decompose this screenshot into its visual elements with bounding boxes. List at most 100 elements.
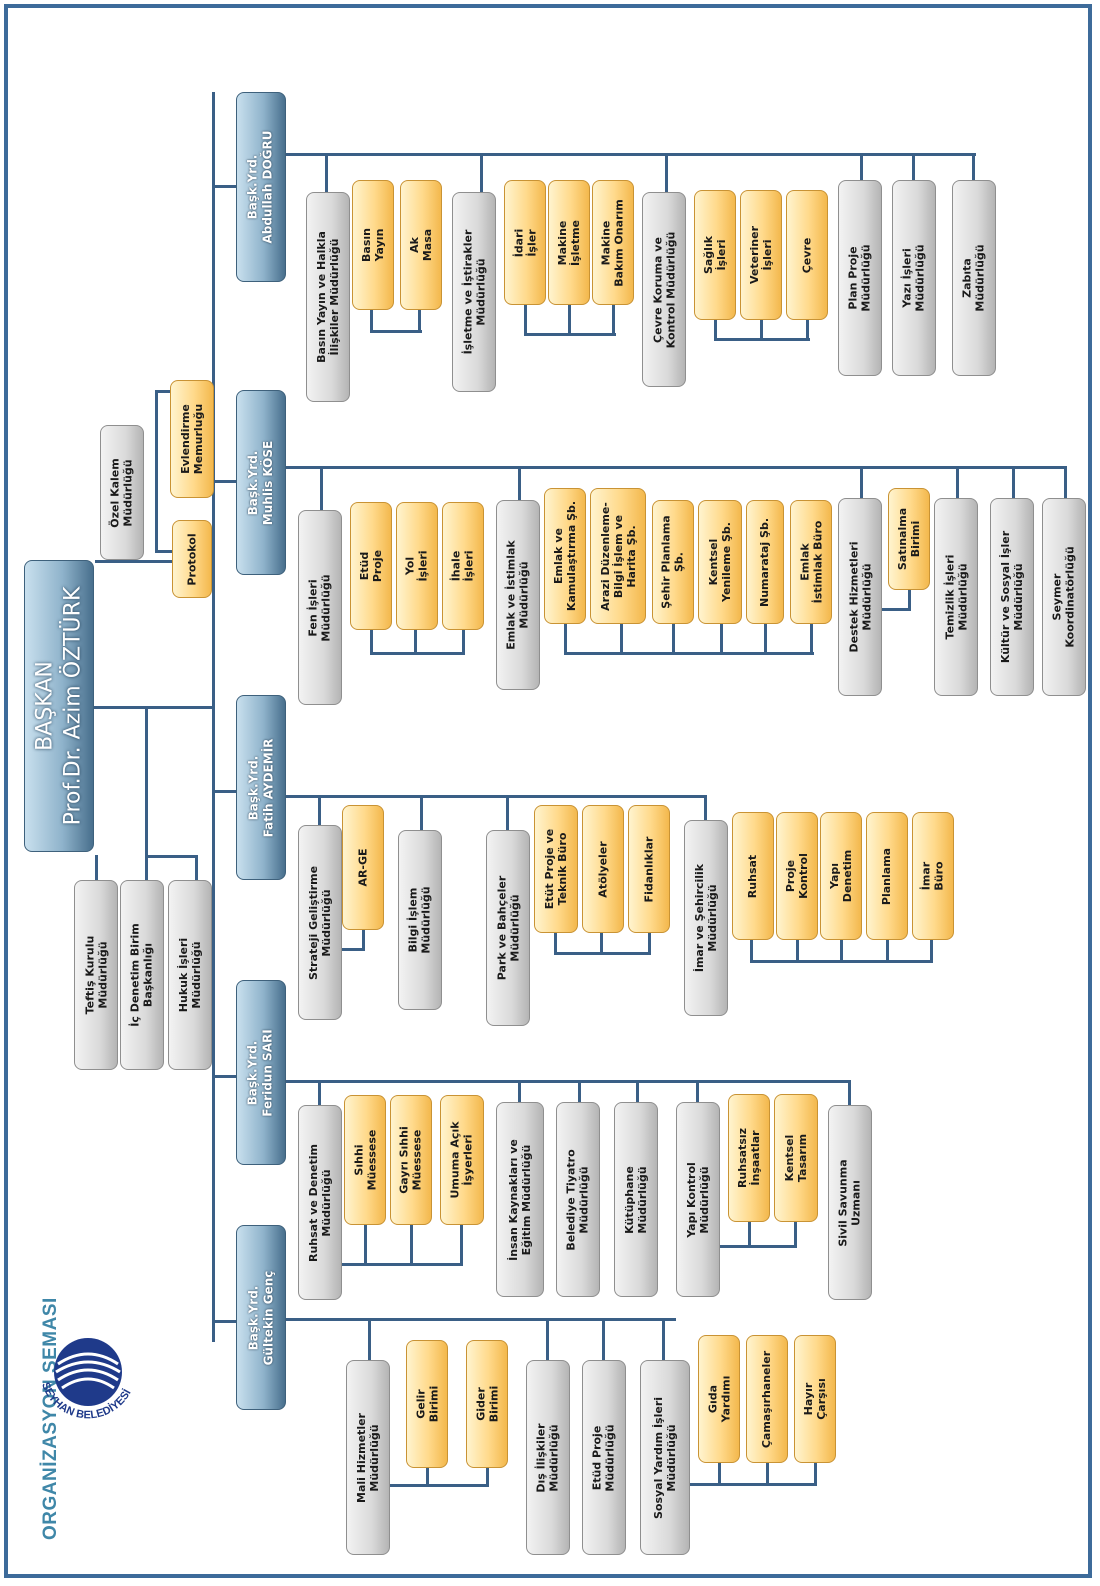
unit-label: Basın Yayın ve Halkla İlişkiler Müdürlüğ… xyxy=(315,231,342,363)
sihhi-box: Sıhhi Müessese xyxy=(344,1095,386,1225)
unit-label: Bilgi İşlem Müdürlüğü xyxy=(407,886,433,954)
unit-label: Arazi Düzenleme- Bilgi İşlem ve Harita Ş… xyxy=(598,501,638,611)
imar-box: İmar ve Şehircilik Müdürlüğü xyxy=(684,820,728,1016)
connector-line xyxy=(518,1080,521,1105)
unit-label: Yapı Denetim xyxy=(828,849,854,903)
connector-line xyxy=(212,790,236,793)
park-box: Park ve Bahçeler Müdürlüğü xyxy=(486,830,530,1026)
unit-label: Sosyal Yardım İşleri Müdürlüğü xyxy=(652,1396,678,1519)
connector-line xyxy=(564,624,567,654)
makine-bakim-box: Makine Bakım Onarım xyxy=(592,180,634,305)
connector-line xyxy=(564,652,814,655)
connector-line xyxy=(318,795,321,825)
camasirhaneler-box: Çamaşırhaneler xyxy=(746,1335,788,1463)
temizlik-box: Temizlik İşleri Müdürlüğü xyxy=(934,498,978,696)
unit-label: Plan Proje Müdürlüğü xyxy=(847,244,873,312)
connector-line xyxy=(462,630,465,655)
connector-line xyxy=(840,940,843,962)
ic-denetim-label: İç Denetim Birim Başkanlığı xyxy=(129,923,155,1027)
deputy-label: Başk.Yrd. Gültekin Genç xyxy=(246,1270,275,1365)
gelir-box: Gelir Birimi xyxy=(406,1340,448,1468)
page-frame xyxy=(4,4,1092,1578)
gayri-sihhi-box: Gayrı Sıhhi Müessese xyxy=(390,1095,432,1225)
connector-line xyxy=(810,624,813,654)
connector-line xyxy=(620,624,623,654)
unit-label: Ruhsatsız İnşaatlar xyxy=(736,1127,762,1189)
unit-label: Çevre xyxy=(800,237,814,273)
connector-line xyxy=(794,1222,797,1247)
unit-label: Sıhhi Müessese xyxy=(352,1129,378,1191)
sosyal-yardim-box: Sosyal Yardım İşleri Müdürlüğü xyxy=(640,1360,690,1555)
connector-line xyxy=(662,1318,665,1360)
connector-line xyxy=(506,795,509,830)
connector-line xyxy=(748,1222,751,1247)
connector-line xyxy=(145,855,148,880)
unit-label: Etüt Proje ve Teknik Büro xyxy=(543,828,569,910)
connector-line xyxy=(325,153,328,193)
sivil-savunma-box: Sivil Savunma Uzmanı xyxy=(828,1105,872,1300)
connector-line xyxy=(480,153,483,193)
yazi-isleri-box: Yazı İşleri Müdürlüğü xyxy=(892,180,936,376)
connector-line xyxy=(90,706,215,709)
arge-box: AR-GE xyxy=(342,805,384,930)
sehir-planlama-box: Şehir Planlama Şb. xyxy=(652,500,694,624)
unit-label: Seymer Koordinatörlüğü xyxy=(1051,546,1078,648)
mali-box: Mali Hizmetler Müdürlüğü xyxy=(346,1360,390,1555)
connector-line xyxy=(568,305,571,335)
kentsel-yenileme-box: Kentsel Yenileme Şb. xyxy=(698,500,742,624)
connector-line xyxy=(882,608,911,611)
ruhsatsiz-box: Ruhsatsız İnşaatlar xyxy=(728,1094,770,1222)
connector-line xyxy=(636,1080,639,1105)
unit-label: Sağlık İşleri xyxy=(701,235,728,275)
cevre-koruma-box: Çevre Koruma ve Kontrol Müdürlüğü xyxy=(642,192,686,387)
evlendirme-label: Evlendirme Memurluğu xyxy=(179,403,205,475)
unit-label: Ruhsat xyxy=(746,854,760,898)
unit-label: Çevre Koruma ve Kontrol Müdürlüğü xyxy=(651,231,677,348)
connector-line xyxy=(145,706,148,856)
unit-label: Temizlik İşleri Müdürlüğü xyxy=(943,554,970,640)
ozel-kalem-box: Özel Kalem Müdürlüğü xyxy=(100,425,144,560)
connector-line xyxy=(760,320,763,340)
unit-label: Hayır Çarşısı xyxy=(802,1378,828,1420)
connector-line xyxy=(95,855,98,880)
connector-line xyxy=(155,390,173,393)
unit-label: İşletme ve İştirakler Müdürlüğü xyxy=(461,229,487,355)
unit-label: Emlak ve Kamulaştırma Şb. xyxy=(552,500,578,612)
unit-label: Satınalma Birimi xyxy=(896,507,923,571)
veteriner-box: Veteriner İşleri xyxy=(740,190,782,320)
hayir-box: Hayır Çarşısı xyxy=(794,1335,836,1463)
plan-proje-box: Plan Proje Müdürlüğü xyxy=(838,180,882,376)
proje-kontrol-box: Proje Kontrol xyxy=(776,812,818,940)
gider-box: Gider Birimi xyxy=(466,1340,508,1468)
zabita-box: Zabıta Müdürlüğü xyxy=(952,180,996,376)
connector-line xyxy=(930,940,933,962)
unit-label: Etüd Proje xyxy=(358,549,384,583)
atolyeler-box: Atölyeler xyxy=(582,805,624,933)
deputy-label: Başk.Yrd. Muhlis KÖSE xyxy=(246,440,275,525)
unit-label: Basın Yayın xyxy=(360,228,386,262)
gida-box: Gıda Yardımı xyxy=(698,1335,740,1463)
connector-line xyxy=(368,1318,371,1360)
strateji-box: Strateji Geliştirme Müdürlüğü xyxy=(298,825,342,1020)
connector-line xyxy=(362,930,365,950)
connector-line xyxy=(860,466,863,501)
connector-line xyxy=(370,630,373,655)
connector-line xyxy=(600,933,603,955)
yapi-kontrol-box: Yapı Kontrol Müdürlüğü xyxy=(676,1102,720,1297)
connector-line xyxy=(524,305,527,335)
unit-label: İmar Büro xyxy=(919,861,946,891)
connector-line xyxy=(370,310,373,330)
unit-label: Çamaşırhaneler xyxy=(760,1350,774,1448)
seymer-box: Seymer Koordinatörlüğü xyxy=(1042,498,1086,696)
connector-line xyxy=(956,466,959,501)
saglik-box: Sağlık İşleri xyxy=(694,190,736,320)
unit-label: Park ve Bahçeler Müdürlüğü xyxy=(495,875,521,981)
unit-label: Dış İlişkiler Müdürlüğü xyxy=(535,1422,562,1493)
numarataj-box: Numarataj Şb. xyxy=(746,500,784,624)
unit-label: Planlama xyxy=(880,847,894,905)
kentsel-tasarim-box: Kentsel Tasarım xyxy=(774,1094,818,1222)
connector-line xyxy=(750,940,753,962)
connector-line xyxy=(714,338,810,341)
protokol-label: Protokol xyxy=(185,532,199,586)
connector-line xyxy=(720,1245,797,1248)
